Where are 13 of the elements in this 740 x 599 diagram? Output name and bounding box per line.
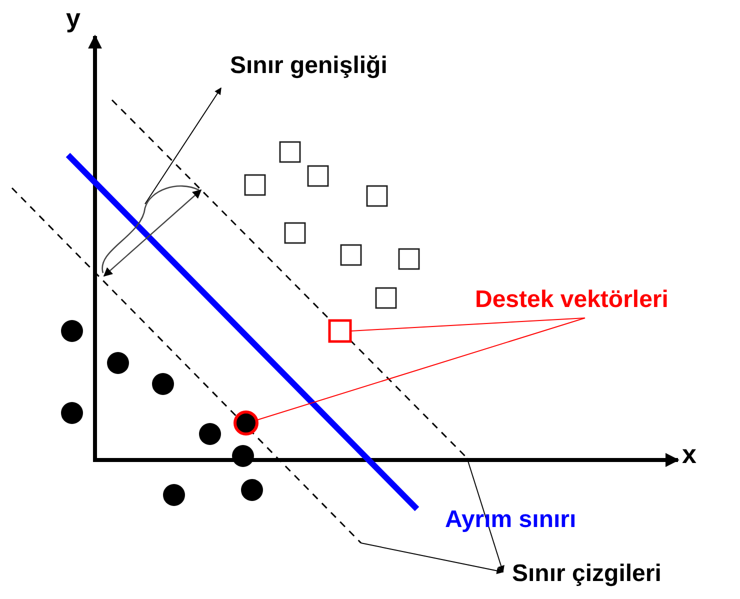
margin-line	[11, 187, 362, 544]
callout-label: Sınır genişliği	[230, 52, 388, 80]
leader-line	[360, 542, 504, 574]
axis-label: x	[682, 440, 696, 468]
callout-label: Sınır çizgileri	[512, 560, 662, 588]
leader-line	[256, 318, 586, 420]
leader-line	[144, 87, 222, 204]
support-vector-circle	[234, 410, 258, 436]
callout-label: Destek vektörleri	[475, 286, 668, 314]
axis-label: y	[66, 4, 80, 32]
margin-line	[111, 99, 468, 459]
leader-line	[350, 318, 586, 332]
support-vector-square	[328, 319, 352, 343]
